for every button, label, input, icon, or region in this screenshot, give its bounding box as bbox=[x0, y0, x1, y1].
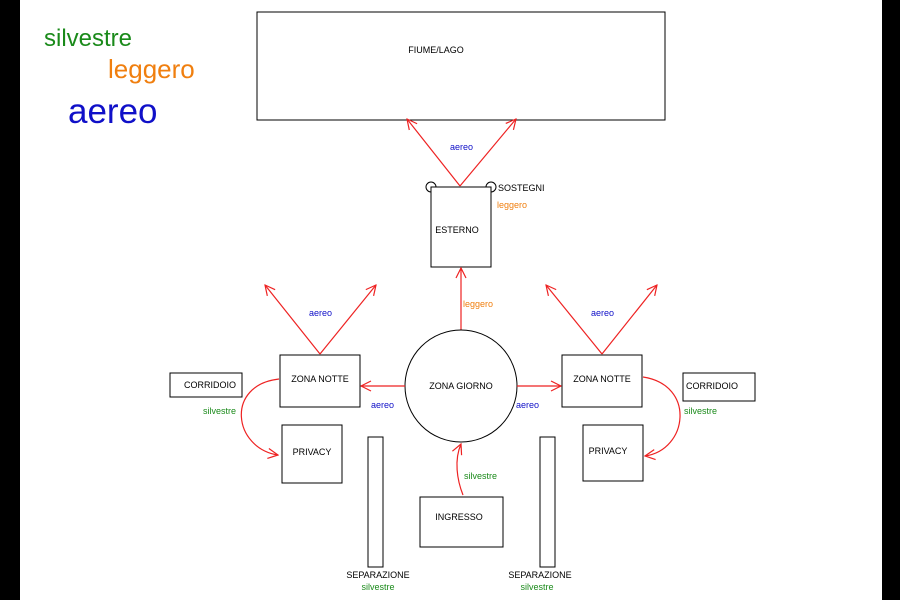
zona-notte-right-box bbox=[561, 354, 643, 408]
zona-notte-left-label: ZONA NOTTE bbox=[291, 374, 349, 384]
esterno-label: ESTERNO bbox=[435, 225, 479, 235]
sostegni-label: SOSTEGNI bbox=[498, 183, 545, 193]
arrow-notte-privacy-left bbox=[240, 378, 279, 455]
label-silvestre-sep-left: silvestre bbox=[361, 582, 394, 592]
separazione-left-label: SEPARAZIONE bbox=[346, 570, 409, 580]
label-aereo-notte-right-top: aereo bbox=[591, 308, 614, 318]
arrow-ingresso-giorno bbox=[457, 444, 464, 496]
label-silvestre-corridoio-right: silvestre bbox=[684, 406, 717, 416]
label-silvestre-sep-right: silvestre bbox=[520, 582, 553, 592]
fiume-lago-label: FIUME/LAGO bbox=[408, 45, 464, 55]
aereo-arrows-notte-left bbox=[265, 285, 376, 355]
ingresso-box bbox=[419, 496, 504, 548]
label-aereo-giorno-left: aereo bbox=[371, 400, 394, 410]
separazione-right-label: SEPARAZIONE bbox=[508, 570, 571, 580]
arrow-notte-privacy-right bbox=[642, 376, 681, 456]
label-aereo-fiume: aereo bbox=[450, 142, 473, 152]
label-silvestre-corridoio-left: silvestre bbox=[203, 406, 236, 416]
corridoio-left-box bbox=[169, 372, 243, 398]
zona-notte-right-label: ZONA NOTTE bbox=[573, 374, 631, 384]
privacy-right-box bbox=[582, 424, 644, 482]
ingresso-label: INGRESSO bbox=[435, 512, 483, 522]
privacy-left-label: PRIVACY bbox=[293, 447, 332, 457]
label-aereo-notte-left-top: aereo bbox=[309, 308, 332, 318]
separazione-left-box bbox=[367, 436, 384, 568]
label-aereo-giorno-right: aereo bbox=[516, 400, 539, 410]
corridoio-right-label: CORRIDOIO bbox=[686, 381, 738, 391]
privacy-right-label: PRIVACY bbox=[589, 446, 628, 456]
zona-giorno-label: ZONA GIORNO bbox=[429, 381, 493, 391]
label-leggero-esterno: leggero bbox=[497, 200, 527, 210]
legend-silvestre: silvestre bbox=[44, 25, 132, 52]
aereo-arrows-fiume bbox=[407, 119, 516, 187]
zona-notte-left-box bbox=[279, 354, 361, 408]
diagram-svg: silvestre leggero aereo FIUME/LAGO aereo… bbox=[44, 11, 756, 592]
privacy-left-box bbox=[281, 424, 343, 484]
corridoio-right-box bbox=[682, 372, 756, 402]
legend-leggero: leggero bbox=[108, 54, 195, 84]
esterno-box bbox=[430, 186, 492, 268]
separazione-right-box bbox=[539, 436, 556, 568]
diagram-canvas: silvestre leggero aereo FIUME/LAGO aereo… bbox=[20, 0, 882, 600]
corridoio-left-label: CORRIDOIO bbox=[184, 380, 236, 390]
fiume-lago-box bbox=[256, 11, 666, 121]
label-silvestre-ingresso: silvestre bbox=[464, 471, 497, 481]
aereo-arrows-notte-right bbox=[546, 285, 657, 355]
legend-aereo: aereo bbox=[68, 92, 158, 131]
label-leggero-giorno: leggero bbox=[463, 299, 493, 309]
